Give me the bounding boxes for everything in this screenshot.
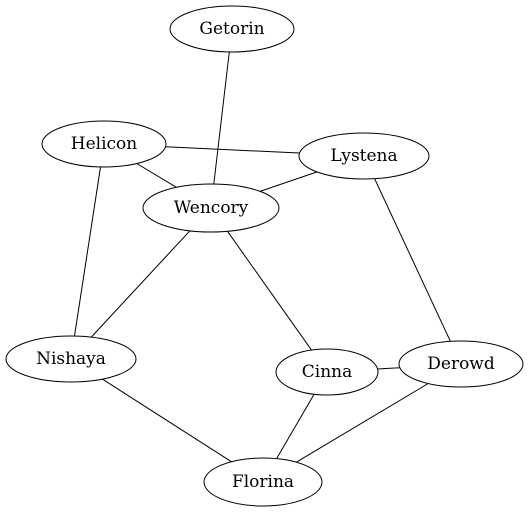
- node-ellipse: [41, 120, 167, 168]
- edge-cinna-derowd: [377, 367, 400, 370]
- nodes-layer: GetorinHeliconLystenaWencoryNishayaCinna…: [5, 5, 524, 507]
- edge-helicon-nishaya: [74, 166, 101, 337]
- node-label: Nishaya: [36, 349, 106, 369]
- edge-line: [136, 163, 177, 188]
- node-label: Helicon: [71, 134, 138, 154]
- edge-line: [377, 367, 400, 370]
- node-label: Cinna: [302, 362, 352, 382]
- node-ellipse: [142, 183, 280, 233]
- edge-derowd-florina: [296, 383, 429, 463]
- edge-line: [165, 146, 300, 154]
- node-label: Florina: [232, 472, 294, 492]
- edge-line: [259, 171, 318, 192]
- edge-wencory-cinna: [227, 231, 312, 351]
- node-helicon: Helicon: [41, 120, 167, 168]
- node-wencory: Wencory: [142, 183, 280, 233]
- node-derowd: Derowd: [398, 340, 524, 388]
- edge-line: [102, 378, 232, 463]
- edge-line: [213, 51, 230, 185]
- edge-line: [296, 383, 429, 463]
- edge-lystena-derowd: [374, 178, 451, 342]
- edge-cinna-florina: [276, 393, 315, 459]
- edge-line: [74, 166, 101, 337]
- edge-helicon-lystena: [165, 146, 300, 154]
- edge-wencory-nishaya: [90, 230, 191, 338]
- node-florina: Florina: [203, 457, 323, 507]
- edge-lystena-wencory: [259, 171, 318, 192]
- node-ellipse: [5, 335, 137, 383]
- node-lystena: Lystena: [298, 132, 430, 180]
- node-label: Derowd: [427, 354, 495, 374]
- edge-getorin-wencory: [213, 51, 230, 185]
- edge-line: [90, 230, 191, 338]
- node-label: Getorin: [199, 19, 264, 39]
- node-nishaya: Nishaya: [5, 335, 137, 383]
- node-ellipse: [275, 348, 379, 396]
- node-ellipse: [298, 132, 430, 180]
- node-ellipse: [169, 5, 295, 53]
- node-cinna: Cinna: [275, 348, 379, 396]
- node-ellipse: [203, 457, 323, 507]
- node-label: Lystena: [330, 146, 397, 166]
- node-ellipse: [398, 340, 524, 388]
- node-getorin: Getorin: [169, 5, 295, 53]
- node-label: Wencory: [174, 198, 249, 218]
- edge-nishaya-florina: [102, 378, 232, 463]
- edge-line: [374, 178, 451, 342]
- edge-helicon-wencory: [136, 163, 177, 188]
- edge-line: [227, 231, 312, 351]
- edge-line: [276, 393, 315, 459]
- edges-layer: [74, 51, 451, 463]
